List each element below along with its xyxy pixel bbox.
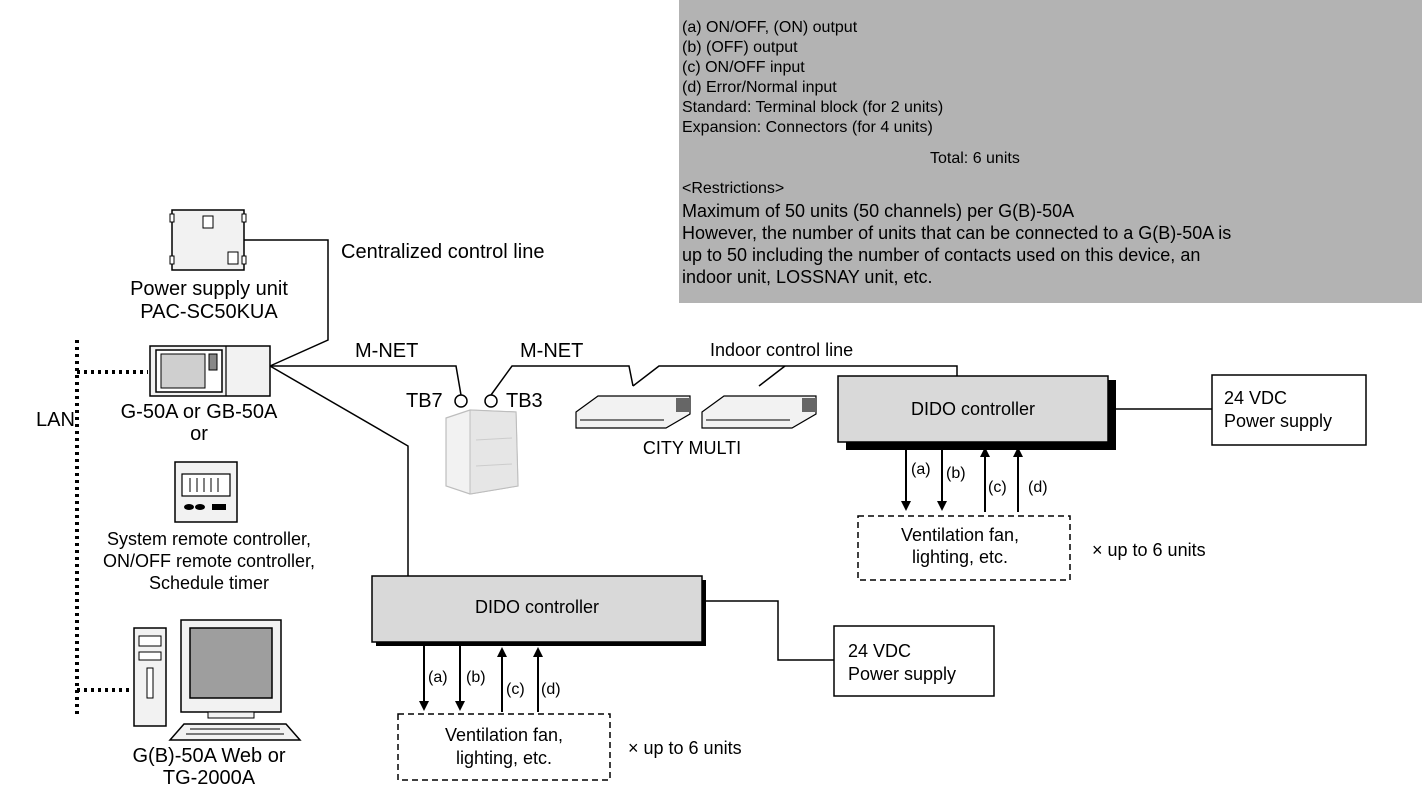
- info-line-however: However, the number of units that can be…: [682, 223, 1231, 243]
- dido-top-multiplier: × up to 6 units: [1092, 540, 1206, 560]
- indoor-control-line-label: Indoor control line: [710, 340, 853, 360]
- info-line-a: (a) ON/OFF, (ON) output: [682, 19, 858, 36]
- tb7-label: TB7: [406, 390, 443, 412]
- tb3-label: TB3: [506, 390, 543, 412]
- dido-bottom-power-label-1: 24 VDC: [848, 641, 911, 661]
- tb7-terminal: [454, 394, 468, 408]
- dido-bottom-power-line: [706, 600, 834, 661]
- power-supply-unit-model: PAC-SC50KUA: [140, 301, 278, 323]
- g50a-label: G-50A or GB-50A: [121, 401, 278, 423]
- info-line-restrictions: <Restrictions>: [682, 180, 784, 197]
- centralized-control-line-label: Centralized control line: [341, 241, 544, 263]
- dido-bottom-label-d: (d): [541, 681, 561, 698]
- dido-top-power-box: [1211, 374, 1367, 446]
- info-line-total: Total: 6 units: [930, 150, 1020, 167]
- dido-top-load-label-2: lighting, etc.: [912, 547, 1008, 567]
- m-net-line-dido: [269, 365, 409, 576]
- dido-bottom-label-b: (b): [466, 669, 486, 686]
- dido-bottom-power-box: [833, 625, 995, 697]
- info-line-b: (b) (OFF) output: [682, 39, 798, 56]
- indoor-unit-2-icon: [701, 395, 817, 429]
- dido-top-label-d: (d): [1028, 479, 1048, 496]
- power-supply-unit-icon: [169, 209, 247, 271]
- centralized-control-line: [244, 239, 329, 367]
- web-label-2: TG-2000A: [163, 767, 256, 789]
- pc-icon: [133, 619, 302, 741]
- dido-bottom-label-a: (a): [428, 669, 448, 686]
- info-box: (a) ON/OFF, (ON) output (b) (OFF) output…: [679, 0, 1422, 303]
- g50a-controller-icon: [149, 345, 271, 397]
- dido-bottom-title: DIDO controller: [475, 597, 599, 617]
- remote-label-1: System remote controller,: [107, 529, 311, 549]
- m-net-right-label: M-NET: [520, 340, 583, 362]
- system-remote-controller-icon: [174, 461, 238, 523]
- indoor-unit-1-icon: [575, 395, 691, 429]
- m-net-line-right: [490, 365, 634, 396]
- web-label-1: G(B)-50A Web or: [132, 745, 285, 767]
- dido-bottom-load-box: [397, 713, 611, 781]
- info-box-background: [679, 0, 1422, 303]
- dido-top: DIDO controller 24 VDC Power supply (a) …: [837, 374, 1367, 581]
- remote-label-3: Schedule timer: [149, 573, 269, 593]
- m-net-left-label: M-NET: [355, 340, 418, 362]
- info-line-maximum: Maximum of 50 units (50 channels) per G(…: [682, 201, 1074, 221]
- dido-top-title: DIDO controller: [911, 399, 1035, 419]
- dido-top-label-c: (c): [988, 479, 1007, 496]
- dido-bottom-multiplier: × up to 6 units: [628, 738, 742, 758]
- info-line-d: (d) Error/Normal input: [682, 79, 837, 96]
- info-line-expansion: Expansion: Connectors (for 4 units): [682, 119, 933, 136]
- dido-bottom-label-c: (c): [506, 681, 525, 698]
- dido-bottom-load-label-2: lighting, etc.: [456, 748, 552, 768]
- g50a-or-label: or: [190, 423, 208, 445]
- city-multi-label: CITY MULTI: [643, 438, 741, 458]
- lan-label: LAN: [36, 409, 75, 431]
- indoor-control-line-branch: [758, 365, 786, 387]
- dido-top-box: [837, 375, 1109, 443]
- dido-bottom: DIDO controller 24 VDC Power supply (a) …: [371, 575, 995, 781]
- dido-top-power-label-1: 24 VDC: [1224, 388, 1287, 408]
- dido-bottom-power-label-2: Power supply: [848, 664, 956, 684]
- dido-top-load-label-1: Ventilation fan,: [901, 525, 1019, 545]
- dido-bottom-load-label-1: Ventilation fan,: [445, 725, 563, 745]
- dido-top-label-a: (a): [911, 461, 931, 478]
- outdoor-unit-icon: [445, 409, 519, 495]
- power-supply-unit-label: Power supply unit: [130, 278, 288, 300]
- info-line-standard: Standard: Terminal block (for 2 units): [682, 99, 943, 116]
- indoor-control-line: [632, 365, 958, 387]
- dido-top-load-box: [857, 515, 1071, 581]
- m-net-line-left: [270, 365, 462, 396]
- info-line-indoor: indoor unit, LOSSNAY unit, etc.: [682, 267, 932, 287]
- info-line-c: (c) ON/OFF input: [682, 59, 805, 76]
- dido-top-power-label-2: Power supply: [1224, 411, 1332, 431]
- tb3-terminal: [484, 394, 498, 408]
- remote-label-2: ON/OFF remote controller,: [103, 551, 315, 571]
- dido-bottom-box: [371, 575, 703, 643]
- info-line-upto: up to 50 including the number of contact…: [682, 245, 1200, 265]
- dido-top-label-b: (b): [946, 465, 966, 482]
